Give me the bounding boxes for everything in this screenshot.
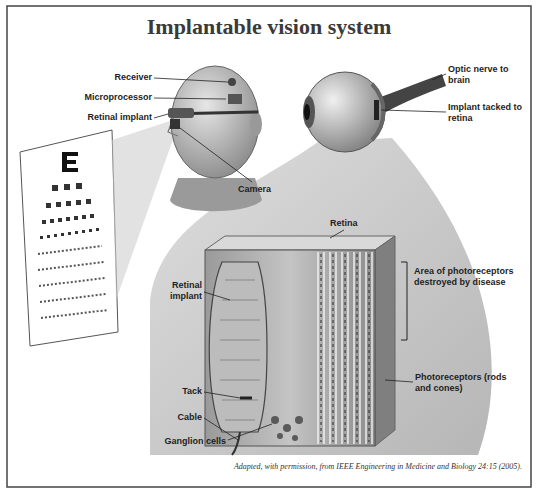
implant-plate <box>209 262 267 432</box>
part-label: Area of photoreceptors destroyed by dise… <box>414 266 518 288</box>
source-caption: Adapted, with permission, from IEEE Engi… <box>150 462 522 471</box>
part-label: Retina <box>330 218 380 229</box>
part-label: Microprocessor <box>40 92 152 103</box>
part-label: Implant tacked to retina <box>448 102 524 124</box>
diagram-title: Implantable vision system <box>0 14 538 40</box>
part-label: Photoreceptors (rods and cones) <box>415 372 519 394</box>
microprocessor-symbol <box>228 94 242 104</box>
zoom-band <box>150 138 492 455</box>
part-label: Receiver <box>60 72 152 83</box>
frame <box>7 6 531 487</box>
tack-symbol <box>240 397 252 400</box>
cable-symbol <box>232 432 240 455</box>
part-label: Cable <box>150 412 202 423</box>
leader-lines <box>154 74 446 440</box>
part-label: Retinal implant <box>40 112 152 123</box>
light-beam <box>112 121 176 300</box>
receiver-symbol <box>228 78 236 86</box>
retina-block <box>205 236 395 455</box>
eye-chart <box>20 130 118 346</box>
camera-symbol <box>170 119 180 129</box>
eye <box>303 72 446 152</box>
part-label: Camera <box>238 184 298 195</box>
part-label: Optic nerve to brain <box>448 64 518 86</box>
part-label: Tack <box>150 386 202 397</box>
part-label: Retinal implant <box>150 280 202 302</box>
bracket <box>401 262 407 340</box>
part-label: Ganglion cells <box>150 436 226 447</box>
